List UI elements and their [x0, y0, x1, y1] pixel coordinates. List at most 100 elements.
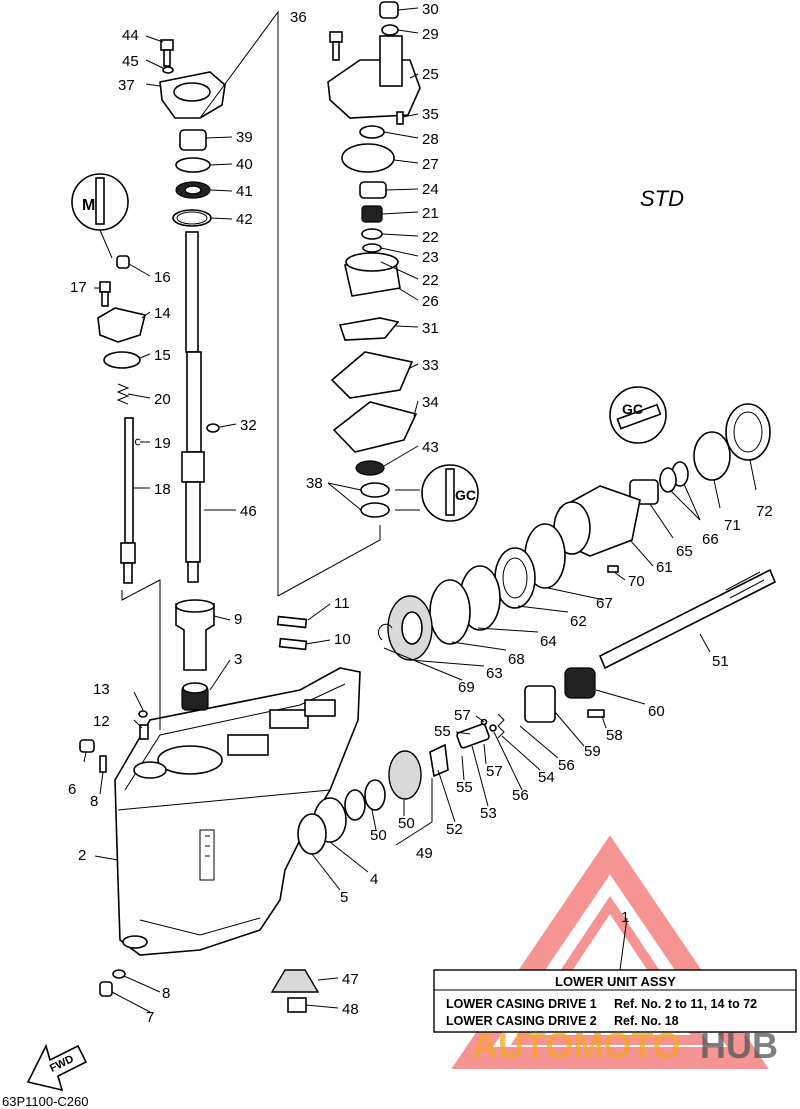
callout: 66	[702, 531, 719, 548]
callout: 11	[334, 595, 350, 612]
drive-shaft-group	[159, 39, 226, 711]
callout: 43	[422, 439, 439, 456]
callout: 25	[422, 66, 439, 83]
drawing-code: 63P1100-C260	[2, 1094, 89, 1109]
callout: 8	[162, 985, 170, 1002]
callout: 53	[480, 805, 497, 822]
callout: 7	[146, 1009, 154, 1026]
watermark-text: AUTOMOTO HUB	[472, 1025, 778, 1066]
callout: 62	[570, 613, 587, 630]
legend-box: LOWER UNIT ASSY LOWER CASING DRIVE 1 Ref…	[433, 969, 797, 1033]
callout: 61	[656, 559, 673, 576]
legend-line1-ref: Ref. No. 2 to 11, 14 to 72	[614, 997, 757, 1011]
callout: 36	[290, 9, 307, 26]
callout: 18	[154, 481, 171, 498]
callout: 31	[422, 320, 439, 337]
callout: 27	[422, 156, 439, 173]
callout: 3	[234, 651, 242, 668]
svg-text:M: M	[82, 197, 95, 214]
callout: 64	[540, 633, 557, 650]
callout: 42	[236, 211, 253, 228]
std-label: STD	[640, 186, 684, 211]
callout: 16	[154, 269, 171, 286]
callout: 23	[422, 249, 439, 266]
callout: 37	[118, 77, 135, 94]
legend-line2-name: LOWER CASING DRIVE 2	[446, 1014, 597, 1028]
callout: 46	[240, 503, 257, 520]
callout: 57	[454, 707, 471, 724]
callout: 55	[456, 779, 473, 796]
callout: 9	[234, 611, 242, 628]
callout: 5	[340, 889, 348, 906]
callout: 40	[236, 156, 253, 173]
callout: 29	[422, 26, 439, 43]
legend-title: LOWER UNIT ASSY	[555, 974, 676, 989]
callout: 10	[334, 631, 351, 648]
propeller-shaft-group: GC	[79, 386, 777, 1013]
callout: 14	[154, 305, 171, 322]
callout: 59	[584, 743, 601, 760]
legend-line1-name: LOWER CASING DRIVE 1	[446, 997, 597, 1011]
callout: 71	[724, 517, 741, 534]
lower-casing	[114, 667, 361, 956]
callout: 1	[621, 909, 629, 926]
callout: 13	[93, 681, 110, 698]
callout: 20	[154, 391, 171, 408]
callout: 55	[434, 723, 451, 740]
callout: 6	[68, 781, 76, 798]
callout: 30	[422, 1, 439, 18]
legend-line2-ref: Ref. No. 18	[614, 1014, 679, 1028]
callout: 50	[398, 815, 415, 832]
callout: 69	[458, 679, 475, 696]
callout: 35	[422, 106, 439, 123]
callout: 26	[422, 293, 439, 310]
callout: 38	[306, 475, 323, 492]
callout: 44	[122, 27, 139, 44]
guide-line-2	[277, 525, 381, 597]
callout: 60	[648, 703, 665, 720]
callout: 56	[558, 757, 575, 774]
callout: 15	[154, 347, 171, 364]
callout: 63	[486, 665, 503, 682]
callout: 24	[422, 181, 439, 198]
callout: 58	[606, 727, 623, 744]
shift-rod-group: M	[71, 173, 161, 730]
callout: 57	[486, 763, 503, 780]
callout: 68	[508, 651, 525, 668]
callout: 28	[422, 131, 439, 148]
svg-text:GC: GC	[455, 487, 476, 503]
watermark-text-b: HUB	[700, 1025, 778, 1066]
callout: 49	[416, 845, 433, 862]
callout-labels: 44 45 37 39 40 41 42 16 17 14 15 20 19 1…	[68, 1, 773, 1026]
callout: 34	[422, 394, 439, 411]
callout: 17	[70, 279, 87, 296]
fwd-arrow: FWD	[26, 1043, 88, 1092]
callout: 39	[236, 129, 253, 146]
callout: 47	[342, 971, 359, 988]
callout: 22	[422, 272, 439, 289]
callout: 72	[756, 503, 773, 520]
water-pump-group: GC	[327, 1, 479, 522]
callout: 54	[538, 769, 555, 786]
callout: 32	[240, 417, 257, 434]
callout: 2	[78, 847, 86, 864]
callout: 8	[90, 793, 98, 810]
callout: 12	[93, 713, 110, 730]
watermark-text-a: AUTOMOTO	[472, 1025, 681, 1066]
callout: 67	[596, 595, 613, 612]
callout: 41	[236, 183, 253, 200]
callout: 65	[676, 543, 693, 560]
callout: 45	[122, 53, 139, 70]
callout: 70	[628, 573, 645, 590]
callout: 52	[446, 821, 463, 838]
callout: 48	[342, 1001, 359, 1018]
callout: 4	[370, 871, 378, 888]
callout: 22	[422, 229, 439, 246]
callout: 56	[512, 787, 529, 804]
callout: 33	[422, 357, 439, 374]
guide-line	[199, 10, 279, 596]
leader-lines	[83, 7, 757, 1013]
callout: 21	[422, 205, 439, 222]
svg-text:GC: GC	[622, 401, 643, 417]
